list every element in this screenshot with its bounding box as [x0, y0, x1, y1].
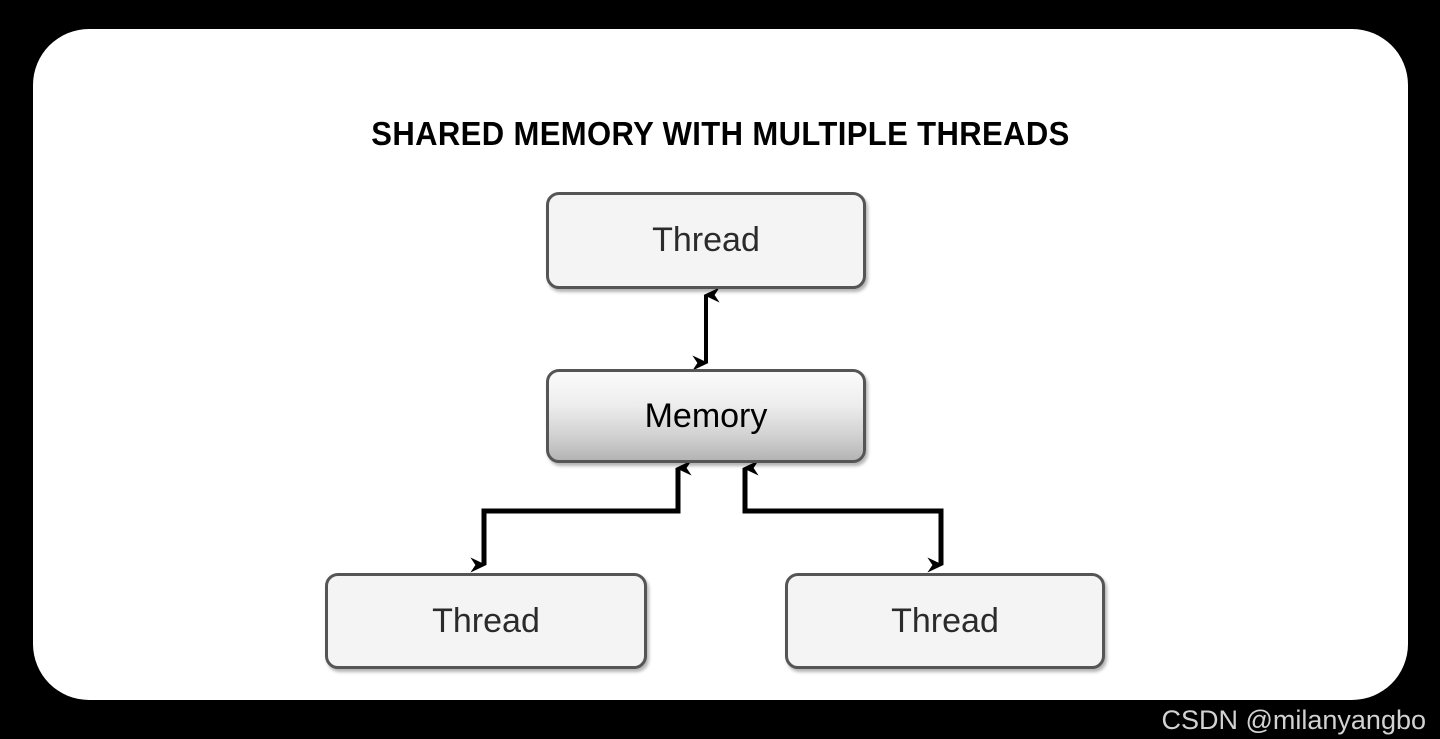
node-label: Thread [891, 601, 999, 640]
node-thread-left[interactable]: Thread [325, 573, 647, 669]
diagram-panel: SHARED MEMORY WITH MULTIPLE THREADS [33, 29, 1408, 700]
node-thread-top[interactable]: Thread [546, 192, 866, 289]
watermark: CSDN @milanyangbo [1161, 705, 1426, 735]
node-label: Thread [432, 601, 540, 640]
node-label: Memory [644, 396, 768, 435]
node-memory[interactable]: Memory [546, 369, 866, 463]
node-thread-right[interactable]: Thread [785, 573, 1105, 669]
node-label: Thread [652, 221, 760, 259]
page-title: SHARED MEMORY WITH MULTIPLE THREADS [371, 115, 1070, 152]
